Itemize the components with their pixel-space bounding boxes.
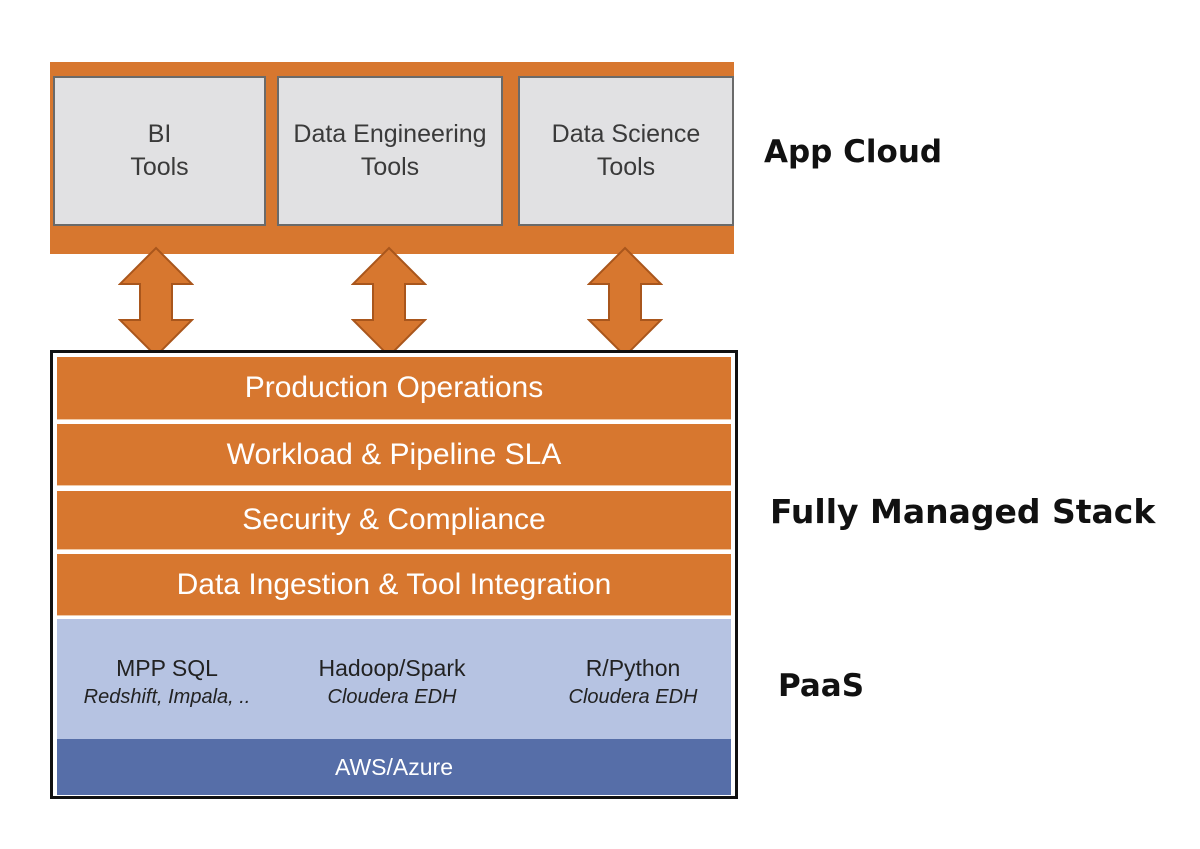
double-arrow-icon [587,246,663,358]
paas-sub: Cloudera EDH [568,686,698,708]
paas-band: MPP SQL Redshift, Impala, .. Hadoop/Spar… [57,619,731,739]
app-cloud-frame: BI Tools Data Engineering Tools Data Sci… [50,62,734,254]
app-cloud-label: App Cloud [764,134,943,170]
double-arrow-icon [118,246,194,358]
data-science-tools-box: Data Science Tools [518,76,734,226]
layer-workload-pipeline-sla: Workload & Pipeline SLA [57,424,731,486]
paas-name: Hadoop/Spark [318,655,466,681]
data-science-tools-line1: Data Science [551,120,701,148]
bi-tools-box: BI Tools [53,76,266,226]
paas-name: R/Python [585,655,681,681]
paas-column-hadoop-spark: Hadoop/Spark Cloudera EDH [287,653,497,711]
bi-tools-line2: Tools [130,153,189,181]
fully-managed-stack-label: Fully Managed Stack [770,492,1156,531]
paas-sub: Redshift, Impala, .. [83,686,251,708]
paas-name: MPP SQL [116,655,218,681]
data-engineering-tools-box: Data Engineering Tools [277,76,503,226]
paas-column-r-python: R/Python Cloudera EDH [533,653,733,711]
layer-data-ingestion-tool-integration: Data Ingestion & Tool Integration [57,554,731,616]
layer-security-compliance: Security & Compliance [57,491,731,550]
data-engineering-tools-line2: Tools [360,153,420,181]
data-science-tools-line2: Tools [596,153,656,181]
layer-production-operations: Production Operations [57,357,731,420]
bi-tools-line1: BI [147,120,172,148]
data-engineering-tools-line1: Data Engineering [293,120,487,148]
paas-label: PaaS [778,668,865,704]
infrastructure-bar: AWS/Azure [57,739,731,795]
paas-column-mpp-sql: MPP SQL Redshift, Impala, .. [67,653,267,711]
double-arrow-icon [351,246,427,358]
managed-stack-box: Production Operations Workload & Pipelin… [50,350,738,799]
paas-sub: Cloudera EDH [327,686,457,708]
